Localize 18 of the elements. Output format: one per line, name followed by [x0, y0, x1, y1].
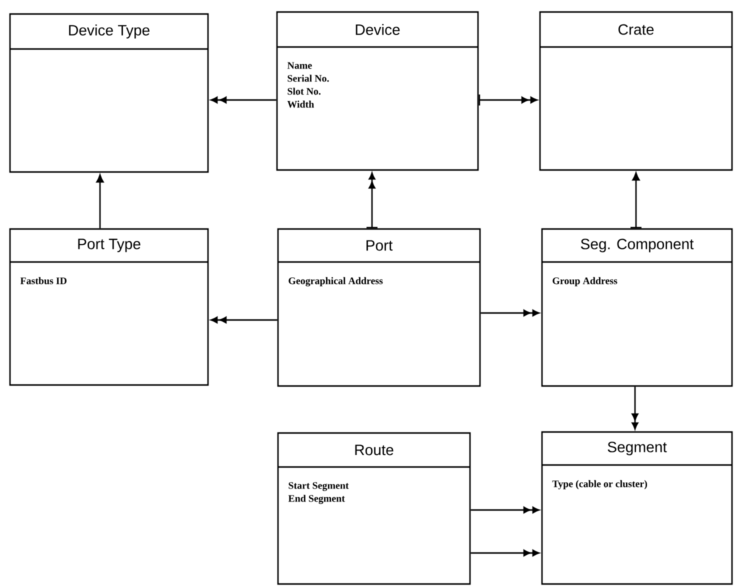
- entity-box: Port Geographical Address: [277, 228, 481, 387]
- entity-box: Crate: [539, 11, 733, 171]
- arrow: [470, 550, 540, 556]
- arrow: [96, 174, 104, 228]
- arrow: [630, 172, 642, 228]
- entity-box: Seg. Component Group Address: [541, 228, 733, 387]
- entity-box: Route Start Segment End Segment: [277, 432, 471, 585]
- arrow: [632, 386, 638, 430]
- arrow: [470, 506, 540, 514]
- arrow: [366, 172, 378, 228]
- arrow: [210, 316, 278, 324]
- entity-box: Device Type: [9, 13, 209, 173]
- entity-box: Device Name Serial No. Slot No. Width: [276, 11, 479, 171]
- arrow: [478, 94, 538, 106]
- arrow: [480, 310, 540, 316]
- entity-box: Segment Type (cable or cluster): [541, 431, 733, 585]
- entity-box: Port Type Fastbus ID: [9, 228, 209, 386]
- arrow: [210, 96, 276, 104]
